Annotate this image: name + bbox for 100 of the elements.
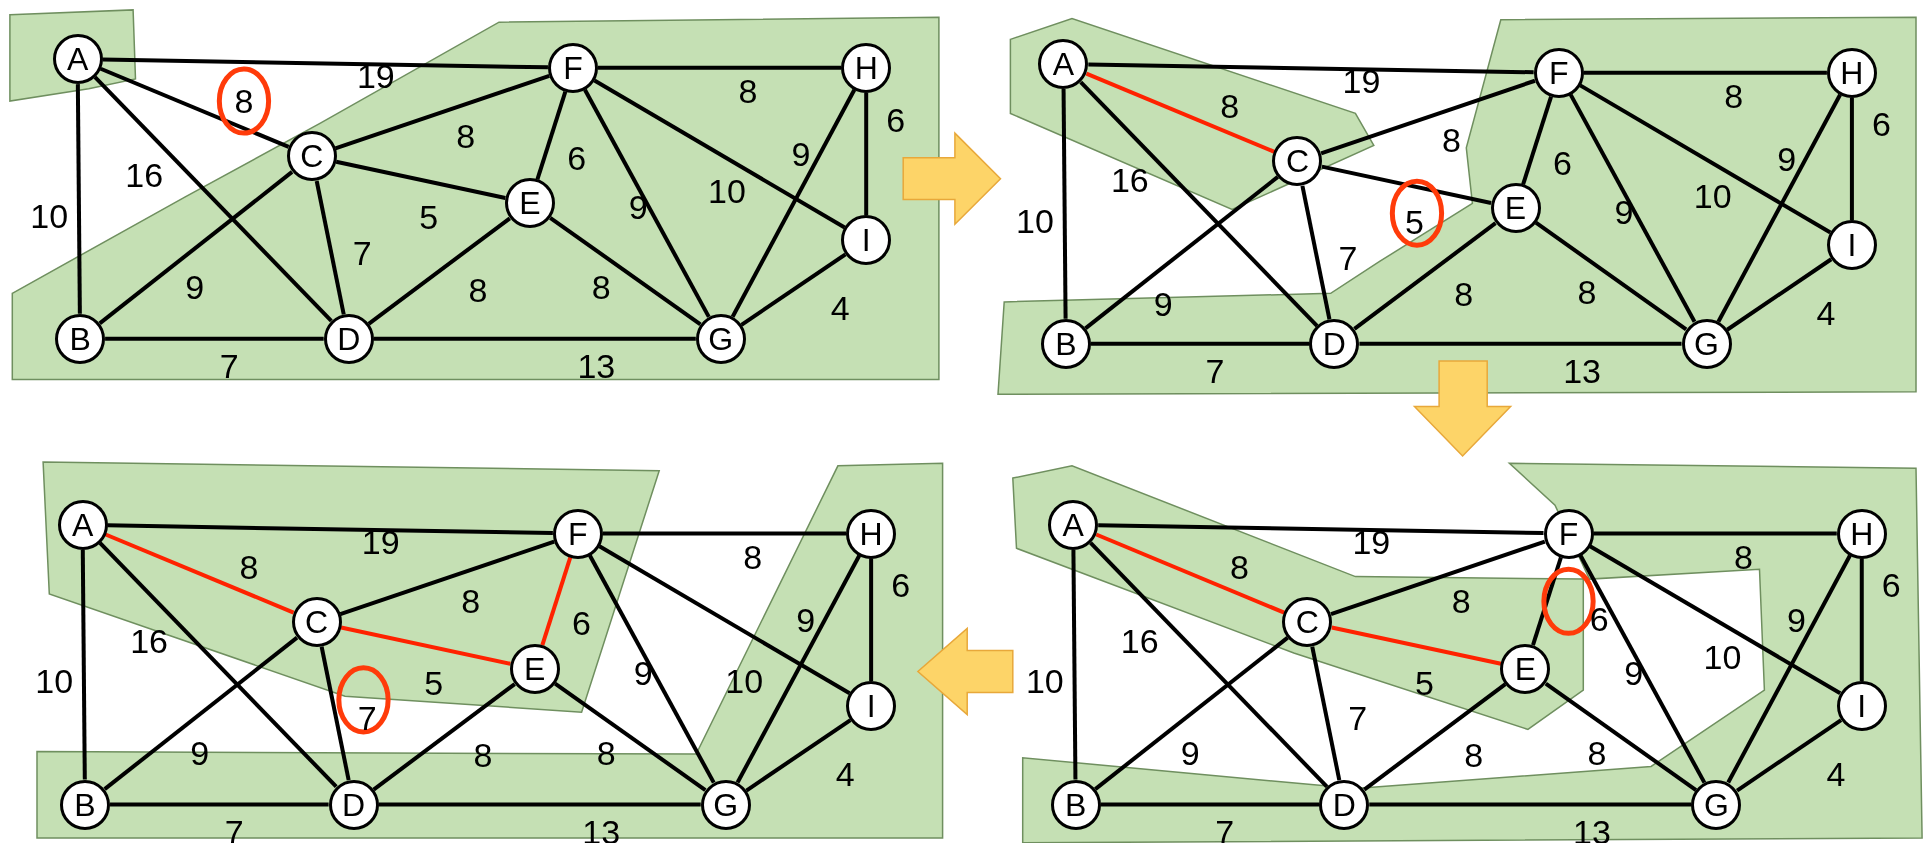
edge-weight: 6 [1872,107,1891,142]
edge-weight: 6 [1881,568,1901,603]
edge-weight: 4 [1816,295,1836,330]
edge-weight: 8 [738,74,758,109]
edge-weight: 8 [1587,735,1607,770]
edge-weight: 19 [361,525,400,560]
edge-weight: 6 [572,606,591,641]
graph-edge [314,180,346,315]
graph-edge [864,92,869,216]
graph-edge [103,636,299,791]
edge-weight: 9 [796,602,816,637]
graph-edge [107,523,553,536]
graph-edge [593,78,846,230]
edge-weight: 7 [1215,814,1235,843]
graph-edge [1300,185,1332,320]
graph-edge [1544,681,1698,792]
edge-weight: 5 [1414,665,1434,700]
edge-weight: 13 [577,348,616,383]
edge-weight: 16 [1120,623,1159,658]
graph-edge [1061,89,1068,319]
edge-weight: 8 [1464,738,1484,773]
graph-edge [1593,531,1837,536]
edge-weight: 19 [1352,525,1391,560]
graph-edge [319,646,351,781]
graph-edge [367,216,511,326]
edge-weight: 7 [219,348,239,383]
edge-weight: 19 [1342,64,1381,99]
graph-edge [75,84,82,314]
edge-weight: 6 [1589,601,1609,636]
edge-weight: 9 [1624,655,1644,690]
edge-weight: 16 [1110,162,1149,197]
edge-weight: 7 [357,701,377,736]
edge-weight: 16 [125,157,164,192]
edge-weight: 9 [1180,735,1200,770]
edge-weight: 5 [419,199,439,234]
edge-weight: 8 [1577,275,1597,309]
edge-weight: 8 [1454,277,1474,312]
edge-weight: 8 [473,738,493,773]
graph-edge [1534,221,1688,331]
graph-edge [602,531,847,536]
edge-weight: 7 [352,235,372,270]
edge-weight: 9 [1787,602,1806,637]
graph-edge [869,558,874,681]
edge-weight: 9 [1153,287,1173,322]
edge-weight: 10 [30,198,69,233]
graph-edge [80,549,87,780]
graph-edge [1331,625,1502,666]
edge-weight: 6 [1552,145,1572,180]
graph-edge [1583,70,1827,75]
graph-edge [98,541,338,789]
graph-edge [1353,221,1497,331]
graph-edge [1090,341,1310,346]
graph-edge [1310,646,1342,781]
edge-weight: 4 [1826,756,1846,791]
edge-weight: 8 [1230,549,1249,584]
graph-edge [1726,257,1833,332]
edge-weight: 8 [1220,88,1240,123]
graph-edge [110,802,329,807]
graph-edge [554,681,707,792]
edge-weight: 9 [185,270,205,305]
edge-weight: 6 [567,140,587,175]
graph-edge [1369,802,1692,807]
graph-edge [740,252,847,327]
edge-weight: 6 [886,102,906,137]
edge-weight: 8 [239,549,259,584]
graph-edge [378,802,701,807]
edge-weight: 6 [891,568,911,603]
graph-edge [745,718,852,793]
edge-weight: 10 [1025,664,1064,699]
graph-edge [1363,682,1507,792]
edge-weight: 10 [1703,639,1742,674]
graph-edge [1088,62,1534,75]
edge-weight: 8 [743,539,763,574]
edge-weight: 7 [1338,240,1358,275]
graph-edge [105,336,324,341]
edge-weight: 5 [424,665,444,700]
graph-edge [598,544,851,696]
graph-edge [335,159,506,200]
graph-edge [1359,341,1682,346]
graph-edge [1084,175,1280,330]
edge-weight: 8 [1734,539,1753,574]
edge-weight: 8 [1724,79,1744,114]
graph-edge [1579,83,1832,235]
edge-weight: 9 [628,190,648,224]
edge-weight: 4 [830,291,850,326]
graph-edge [597,65,842,70]
graph-edge [102,57,548,70]
graph-edge [340,625,511,666]
edge-weight: 4 [835,756,855,791]
edge-weight: 8 [596,735,616,770]
graph-edge [1735,718,1843,793]
edge-weight: 10 [35,664,74,699]
graph-edge [1320,78,1536,156]
edge-weight: 5 [1405,204,1424,239]
graph-edge [93,75,333,323]
edge-weight: 8 [591,270,611,305]
graph-edge [1100,802,1320,807]
edge-weight: 9 [1614,194,1634,229]
edge-weight: 8 [1451,584,1471,619]
graph-edge [1079,80,1319,328]
